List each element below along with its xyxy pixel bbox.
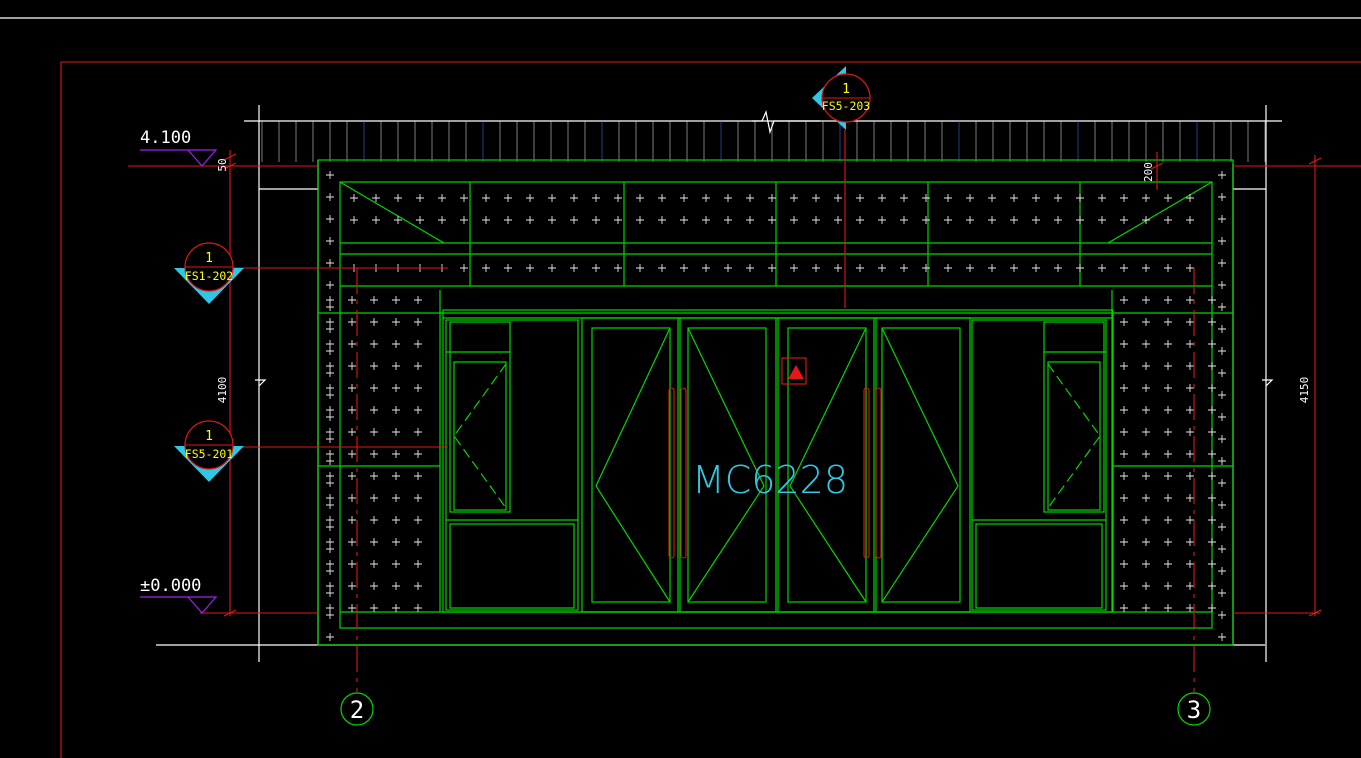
level-top-text: 4.100 <box>140 128 191 148</box>
callout-left1-number: 1 <box>205 251 213 266</box>
dim-right-total: 4150 <box>1298 377 1311 404</box>
axis-label-3: 3 <box>1187 696 1201 724</box>
warning-triangle-icon <box>788 365 804 379</box>
door-tag: MC6228 <box>692 458 848 502</box>
section-callout-left-2: 1 FS5-201 <box>174 420 244 482</box>
door-leaf-1 <box>581 317 679 613</box>
level-ground-text: ±0.000 <box>140 576 201 596</box>
callout-left1-sheet: FS1-202 <box>185 269 233 283</box>
sheet-frame <box>60 61 1361 758</box>
upper-wall-strip <box>244 110 1282 162</box>
door-leaf-3 <box>777 317 875 613</box>
level-marker-ground: ±0.000 <box>140 576 218 614</box>
level-marker-top: 4.100 <box>140 128 218 167</box>
axis-label-2: 2 <box>350 696 364 724</box>
section-callout-left-1: 1 FS1-202 <box>174 242 244 304</box>
door-leaf-4 <box>875 317 971 613</box>
dim-right-small: 200 <box>1142 162 1155 182</box>
door-assembly: MC6228 <box>442 309 1114 613</box>
exit-sign-icon <box>781 357 807 385</box>
callout-left2-sheet: FS5-201 <box>185 447 234 461</box>
sidelight-right <box>971 319 1107 611</box>
sidelight-left <box>445 319 579 611</box>
door-handle-right <box>863 387 882 559</box>
door-handle-left <box>668 387 687 559</box>
section-callout-top: 1 FS5-203 <box>812 66 871 130</box>
callout-top-number: 1 <box>842 82 850 97</box>
door-leaf-2 <box>679 317 777 613</box>
callout-left2-number: 1 <box>205 429 213 444</box>
callout-top-sheet: FS5-203 <box>822 99 871 113</box>
dimension-right: 200 4150 <box>1142 152 1322 617</box>
dim-left-total: 4100 <box>216 377 229 404</box>
dimension-left: 50 4100 <box>216 150 237 617</box>
axis-bubble-2: 2 <box>340 692 374 726</box>
dim-left-small: 50 <box>216 158 229 171</box>
axis-bubble-3: 3 <box>1177 692 1211 726</box>
